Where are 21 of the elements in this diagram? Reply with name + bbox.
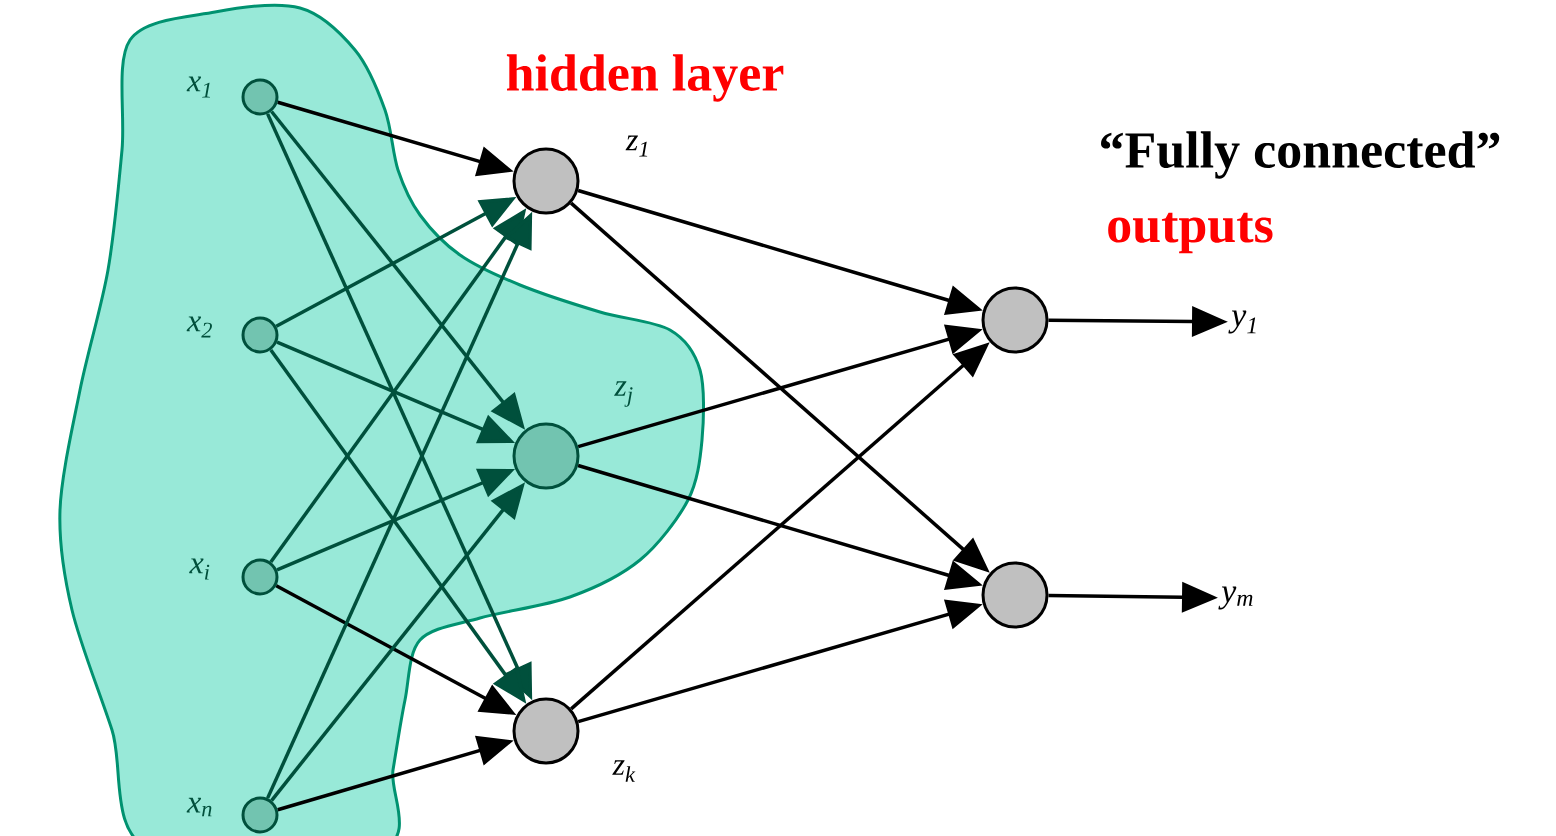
node-label: x$_{n}$ bbox=[186, 797, 212, 817]
node-label: x$_{2}$ bbox=[186, 316, 212, 338]
neuron-node bbox=[512, 422, 580, 490]
neuron-node bbox=[512, 697, 580, 765]
heading-text: “Fully connected” bbox=[1101, 131, 1500, 179]
neuron-node bbox=[981, 561, 1049, 629]
node-label: z$_{k}$ bbox=[612, 760, 636, 782]
heading-text: hidden layer bbox=[506, 54, 784, 102]
node-label: x$_{i}$ bbox=[189, 558, 210, 580]
neuron-node bbox=[981, 286, 1049, 354]
input-node bbox=[241, 558, 279, 596]
output-label: y$_{m}$ bbox=[1218, 586, 1253, 610]
input-node bbox=[241, 78, 279, 116]
neuron-node bbox=[512, 147, 580, 215]
node-label: x$_{1}$ bbox=[186, 76, 211, 98]
heading-text: outputs bbox=[1108, 212, 1273, 254]
input-node bbox=[241, 316, 279, 354]
node-label: z$_{j}$ bbox=[614, 381, 633, 407]
output-label: y$_{1}$ bbox=[1228, 310, 1256, 334]
node-label: z$_{1}$ bbox=[625, 135, 648, 157]
input-node bbox=[241, 796, 279, 834]
